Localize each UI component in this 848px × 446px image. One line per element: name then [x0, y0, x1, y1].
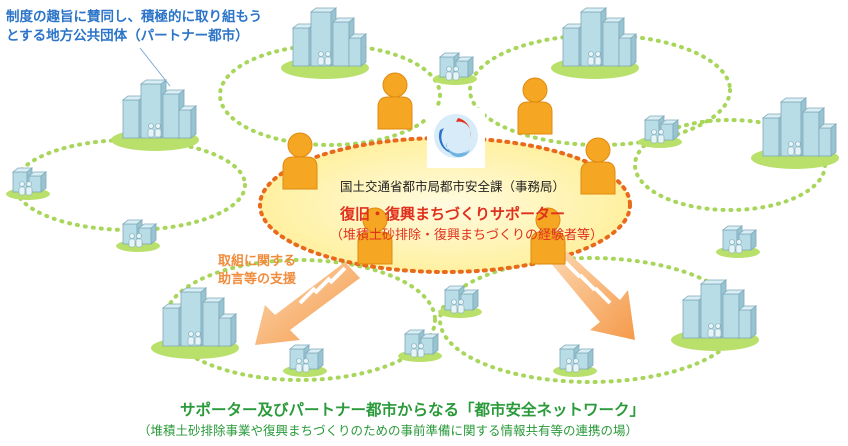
support-arrow-right — [550, 250, 635, 340]
network-title: サポーター及びパートナー都市からなる「都市安全ネットワーク」 — [180, 401, 646, 419]
small-city-6 — [438, 285, 482, 318]
partner-caption-line1: 制度の趣旨に賛同し、積極的に取り組もう — [6, 9, 263, 25]
supporter-subtitle: （堆積土砂排除・復興まちづくりの経験者等） — [330, 228, 604, 243]
small-city-8 — [398, 329, 442, 362]
support-arrow-left — [255, 262, 360, 345]
partner-cities — [6, 7, 839, 377]
small-city-3 — [6, 167, 50, 200]
ring-left — [13, 138, 247, 232]
small-city-9 — [553, 344, 597, 377]
small-city-2 — [638, 115, 682, 148]
small-city-7 — [283, 344, 327, 377]
ring-top-left — [218, 43, 442, 147]
big-city-4 — [751, 97, 839, 169]
supporter-title: 復旧・復興まちづくりサポーター — [340, 205, 566, 223]
support-label: 取組に関する 助言等の支援 — [218, 253, 296, 289]
big-city-1 — [281, 7, 369, 79]
small-city-5 — [716, 225, 760, 258]
office-label: 国土交通省都市局都市安全課（事務局） — [340, 179, 566, 194]
supporter-person-6 — [530, 207, 566, 265]
big-city-6 — [671, 279, 759, 351]
support-line1: 取組に関する — [218, 254, 297, 269]
small-city-1 — [433, 52, 477, 85]
big-city-5 — [151, 287, 239, 359]
supporter-person-4 — [580, 137, 616, 195]
supporter-person-2 — [377, 72, 413, 130]
support-line2: 助言等の支援 — [218, 272, 297, 287]
partner-caption-line2: とする地方公共団体（パートナー都市） — [6, 28, 249, 44]
supporters — [282, 72, 616, 265]
partner-city-caption: 制度の趣旨に賛同し、積極的に取り組もう とする地方公共団体（パートナー都市） — [6, 8, 262, 46]
small-city-4 — [116, 219, 160, 252]
network-subtitle: （堆積土砂排除事業や復興まちづくりのための事前準備に関する情報共有等の連携の場） — [138, 423, 639, 438]
supporter-person-5 — [357, 207, 393, 265]
mlit-logo — [427, 108, 485, 168]
big-city-3 — [111, 79, 199, 151]
caption-leader-line — [139, 47, 171, 87]
supporter-person-1 — [282, 132, 318, 190]
supporter-person-3 — [517, 77, 553, 135]
big-city-2 — [551, 7, 639, 79]
ring-bottom-left — [163, 258, 437, 382]
